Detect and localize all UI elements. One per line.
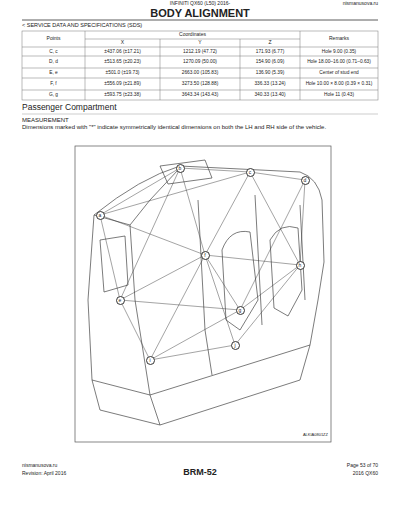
- table-cell: ±513.65 (±20.23): [85, 56, 160, 68]
- figure-frame: [75, 146, 331, 442]
- revision-text: Revision: April 2016: [22, 471, 122, 477]
- note-text: Dimensions marked with "*" indicate symm…: [22, 124, 378, 131]
- callout-letter: f: [201, 251, 210, 260]
- table-cell: 154.90 (6.09): [240, 56, 300, 68]
- table-cell: Hole 11 (0.43): [300, 90, 378, 100]
- callout-letter: j: [231, 341, 240, 350]
- table-cell: ±501.0 (±19.73): [85, 68, 160, 78]
- page-code: BRM-52: [160, 467, 240, 477]
- table-cell: 3643.34 (143.43): [160, 90, 240, 100]
- table-cell: 2663.00 (105.83): [160, 68, 240, 78]
- car-interior-outline: [88, 160, 324, 425]
- table-cell: Hole 18.00–16.00 (0.71–0.63): [300, 56, 378, 68]
- callout-letter: g: [236, 306, 245, 315]
- callout-letter: b: [176, 164, 185, 173]
- spec-table-grid: [22, 31, 378, 100]
- table-cell: 340.33 (13.40): [240, 90, 300, 100]
- title-rule: [22, 20, 378, 21]
- section-rule: [22, 114, 378, 115]
- table-cell: 3273.50 (128.88): [160, 78, 240, 90]
- table-cell: C, c: [22, 47, 85, 56]
- table-cell: 1270.09 (50.00): [160, 56, 240, 68]
- subheading: MEASUREMENT: [22, 117, 172, 124]
- measurement-lines: [100, 168, 305, 360]
- table-cell: E, e: [22, 68, 85, 78]
- table-cell: ±556.09 (±21.89): [85, 78, 160, 90]
- table-cell: 136.90 (5.39): [240, 68, 300, 78]
- page-number: Page 53 of 70: [298, 463, 378, 469]
- table-header: Coordinates: [85, 31, 300, 39]
- table-header: Z: [240, 39, 300, 47]
- callout-letter: c: [246, 168, 255, 177]
- table-header: Y: [160, 39, 240, 47]
- model-text: 2016 QX60: [298, 471, 378, 477]
- table-header: Remarks: [300, 31, 378, 47]
- table-cell: D, d: [22, 56, 85, 68]
- table-cell: Hole 10.00 × 8.00 (0.39 × 0.31): [300, 78, 378, 90]
- table-cell: ±593.75 (±23.38): [85, 90, 160, 100]
- table-cell: 336.33 (13.24): [240, 78, 300, 90]
- callout-letter: a: [96, 211, 105, 220]
- table-cell: G, g: [22, 90, 85, 100]
- figure-id: ALKIA0801ZZ: [270, 433, 328, 438]
- table-cell: 1212.19 (47.72): [160, 47, 240, 56]
- table-cell: 171.93 (6.77): [240, 47, 300, 56]
- section-path: < SERVICE DATA AND SPECIFICATIONS (SDS): [22, 22, 272, 28]
- table-cell: Hole 9.00 (0.35): [300, 47, 378, 56]
- site-watermark: nismanusova.ru: [318, 1, 378, 7]
- callout-letter: e: [116, 296, 125, 305]
- table-cell: Center of stud end: [300, 68, 378, 78]
- header-text: INFINITI QX60 (L50) 2016-: [140, 1, 260, 7]
- callout-letter: d: [301, 176, 310, 185]
- page-title: BODY ALIGNMENT: [100, 7, 300, 20]
- section-heading: Passenger Compartment: [22, 103, 222, 113]
- table-header: X: [85, 39, 160, 47]
- table-header: Points: [22, 31, 85, 47]
- callout-letter: h: [296, 261, 305, 270]
- table-cell: ±437.06 (±17.21): [85, 47, 160, 56]
- site-watermark: nismanusova.ru: [22, 463, 102, 469]
- table-cell: F, f: [22, 78, 85, 90]
- callout-letter: i: [146, 356, 155, 365]
